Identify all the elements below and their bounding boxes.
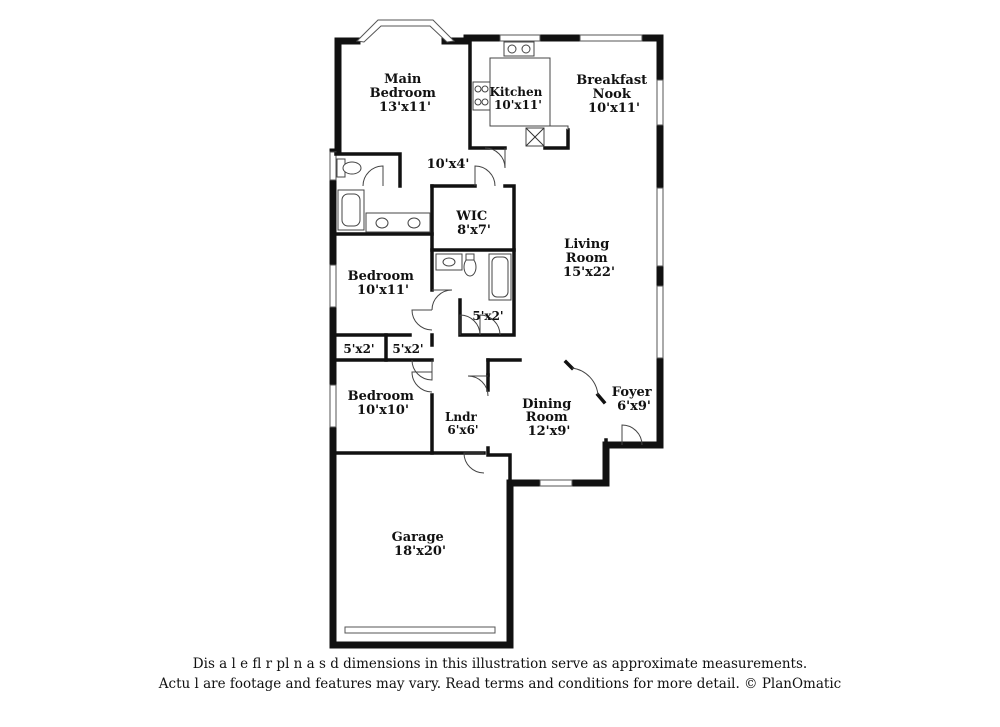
- disclaimer: Dis a l e fl r pl n a s d dimensions in …: [0, 654, 1000, 694]
- room-bedroom-2-dim: 10'x11': [357, 283, 409, 298]
- room-laundry: Lndr 6'x6': [445, 410, 481, 437]
- room-garage-dim: 18'x20': [394, 544, 446, 559]
- room-kitchen: Kitchen 10'x11': [489, 85, 546, 112]
- room-bedroom-3: Bedroom 10'x10': [348, 389, 419, 418]
- bay-window: [355, 19, 456, 43]
- room-dining-room-name-2: Room: [526, 410, 568, 425]
- room-foyer-name: Foyer: [612, 385, 652, 400]
- exterior-walls: [329, 34, 664, 649]
- room-laundry-dim: 6'x6': [447, 423, 478, 437]
- room-dining-room: Dining Room 12'x9': [522, 397, 576, 439]
- room-main-bedroom-name-2: Bedroom: [370, 86, 437, 101]
- room-garage-name: Garage: [392, 530, 444, 545]
- room-wic-name: WIC: [455, 209, 487, 224]
- fixtures: [336, 41, 569, 301]
- room-laundry-name: Lndr: [445, 410, 478, 424]
- floor-plan: Main Bedroom 13'x11' Kitchen 10'x11' Bre…: [329, 19, 664, 649]
- disclaimer-line-2: Actu l are footage and features may vary…: [158, 676, 842, 692]
- room-breakfast-nook-name-2: Nook: [593, 87, 632, 102]
- windows: [329, 34, 664, 634]
- room-breakfast-nook-name-1: Breakfast: [576, 73, 647, 88]
- room-closet-a: 5'x2': [472, 309, 503, 323]
- room-bedroom-2-name: Bedroom: [348, 269, 415, 284]
- room-main-bedroom-name-1: Main: [384, 72, 422, 87]
- room-foyer-dim: 6'x9': [617, 399, 651, 414]
- room-main-bedroom: Main Bedroom 13'x11': [370, 72, 441, 115]
- room-wic-dim: 8'x7': [457, 223, 491, 238]
- room-living-room: Living Room 15'x22': [563, 237, 615, 280]
- room-dining-room-dim: 12'x9': [528, 424, 571, 439]
- room-closet-c: 5'x2': [392, 342, 423, 356]
- room-main-bedroom-dim: 13'x11': [379, 100, 431, 115]
- doors: [362, 147, 643, 474]
- room-labels: Main Bedroom 13'x11' Kitchen 10'x11' Bre…: [343, 72, 656, 559]
- room-living-room-name-2: Room: [566, 251, 608, 266]
- room-garage: Garage 18'x20': [392, 530, 449, 559]
- room-breakfast-nook-dim: 10'x11': [588, 101, 640, 116]
- disclaimer-line-1: Dis a l e fl r pl n a s d dimensions in …: [192, 656, 808, 672]
- room-bedroom-3-dim: 10'x10': [357, 403, 409, 418]
- room-kitchen-dim: 10'x11': [494, 98, 542, 112]
- room-dining-room-name-1: Dining: [522, 397, 571, 412]
- room-breakfast-nook: Breakfast Nook 10'x11': [576, 73, 651, 116]
- room-closet-b: 5'x2': [343, 342, 374, 356]
- room-living-room-dim: 15'x22': [563, 265, 615, 280]
- room-wic: WIC 8'x7': [455, 209, 492, 238]
- room-kitchen-name: Kitchen: [489, 85, 542, 99]
- room-living-room-name-1: Living: [564, 237, 609, 252]
- room-bedroom-3-name: Bedroom: [348, 389, 415, 404]
- room-foyer: Foyer 6'x9': [612, 385, 656, 414]
- room-hall-small: 10'x4': [427, 157, 470, 172]
- room-bedroom-2: Bedroom 10'x11': [348, 269, 419, 298]
